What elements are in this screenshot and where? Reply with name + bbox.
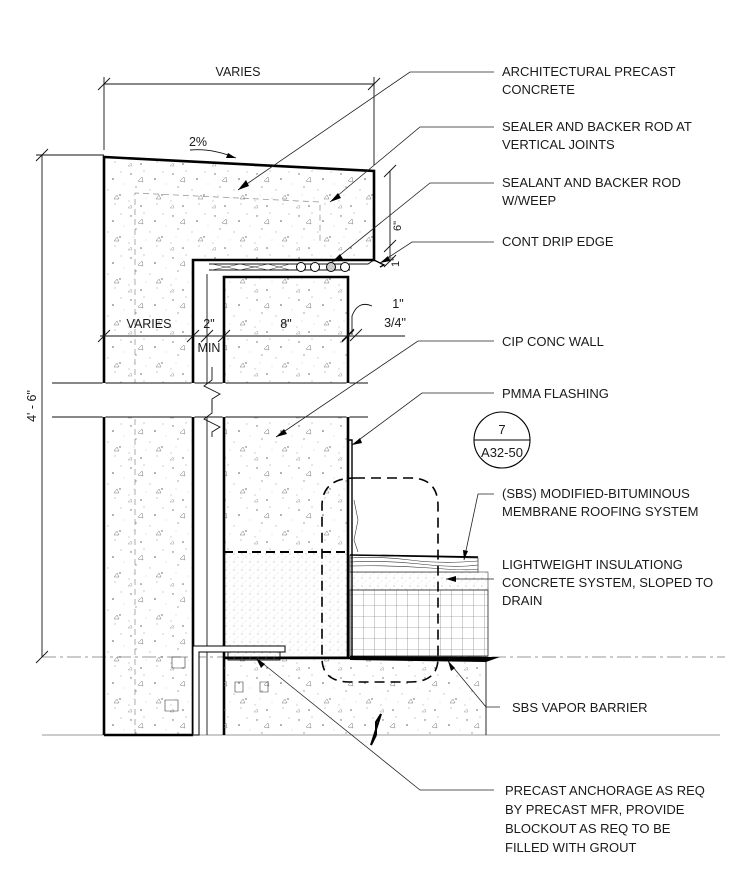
dim-six-inch: 6" — [392, 221, 404, 231]
dim-top-varies: VARIES — [216, 65, 261, 79]
detail-boundary — [321, 477, 439, 683]
dim-left-varies: VARIES — [127, 317, 172, 331]
dim-one-inch: 1" — [392, 297, 403, 311]
callout-sheet: A32-50 — [481, 445, 523, 460]
leader-lines — [237, 71, 500, 791]
roofing-assembly — [348, 439, 500, 662]
drip-edge-and-sealant — [209, 259, 386, 272]
label-sbs-roofing: (SBS) MODIFIED-BITUMINOUS MEMBRANE ROOFI… — [502, 486, 698, 519]
label-pmma-flashing: PMMA FLASHING — [502, 386, 609, 401]
dimension-lines — [35, 77, 405, 664]
callout-labels: ARCHITECTURAL PRECAST CONCRETE SEALER AN… — [502, 64, 717, 855]
dimension-text: VARIES 2% 4' - 6" 6" 1" 1" 3/4" VARIES 2… — [25, 65, 406, 422]
callout-number: 7 — [498, 422, 505, 437]
dim-two-inch: 2" — [203, 317, 214, 331]
label-vapor-barrier: SBS VAPOR BARRIER — [512, 700, 648, 715]
dim-slope: 2% — [189, 135, 207, 149]
dim-height: 4' - 6" — [25, 390, 39, 422]
dim-eight-inch: 8" — [280, 317, 291, 331]
dim-one-inch-vertical: 1" — [390, 257, 402, 267]
break-lines — [52, 367, 368, 437]
label-sealant-weep: SEALANT AND BACKER ROD W/WEEP — [502, 175, 685, 208]
roof-slab — [224, 656, 487, 746]
precast-anchorage — [164, 645, 286, 736]
label-architectural-precast: ARCHITECTURAL PRECAST CONCRETE — [502, 64, 679, 97]
dim-min: MIN — [198, 341, 221, 355]
label-drip-edge: CONT DRIP EDGE — [502, 234, 614, 249]
label-sealer-backer-rod: SEALER AND BACKER ROD AT VERTICAL JOINTS — [502, 119, 695, 152]
architectural-precast-panel — [102, 155, 376, 737]
dim-three-quarter: 3/4" — [384, 316, 406, 330]
label-cip-wall: CIP CONC WALL — [502, 334, 604, 349]
label-insulating-concrete: LIGHTWEIGHT INSULATIONG CONCRETE SYSTEM,… — [502, 557, 717, 608]
label-precast-anchorage: PRECAST ANCHORAGE AS REQ BY PRECAST MFR,… — [505, 783, 709, 855]
section-callout-bubble[interactable]: 7 A32-50 — [473, 411, 531, 469]
